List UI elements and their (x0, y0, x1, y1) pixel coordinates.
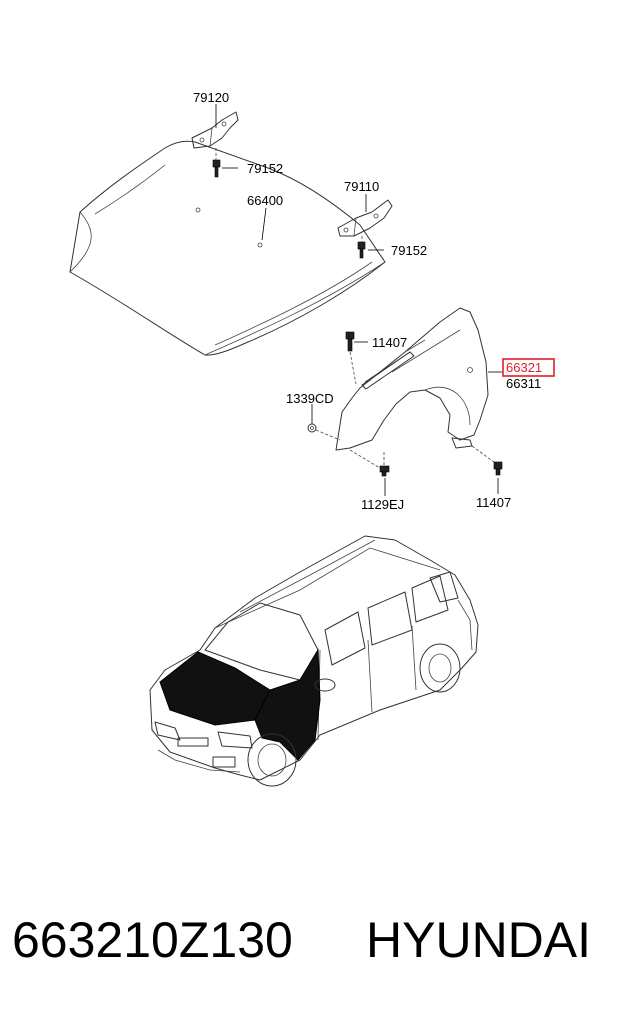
vehicle-fender-highlight (254, 648, 321, 761)
bolt-right (357, 236, 366, 259)
bolt-fender-top (345, 331, 357, 385)
front-fender (335, 307, 489, 451)
highlight-box (502, 358, 555, 377)
callout-leaders (215, 104, 502, 496)
footer: 663210Z130 HYUNDAI (0, 900, 620, 980)
part-number: 663210Z130 (12, 912, 293, 968)
hinge-left (191, 111, 239, 149)
callout-bolt-fender-top: 11407 (372, 335, 407, 350)
fender-bracket (361, 351, 473, 449)
screw-fender (349, 449, 390, 477)
hinge-right (337, 199, 393, 237)
callout-bolt-left: 79152 (247, 161, 283, 176)
callout-fender-alt: 66311 (506, 376, 541, 391)
brand-name: HYUNDAI (366, 912, 592, 968)
hood-panel (69, 140, 386, 356)
callout-bolt-fender-bottom: 11407 (476, 495, 511, 510)
callout-hood: 66400 (247, 193, 283, 208)
callout-hinge-right: 79110 (344, 179, 379, 194)
nut-fender (307, 423, 341, 441)
bolt-fender-bottom (471, 445, 503, 476)
callout-screw-fender: 1129EJ (361, 497, 404, 512)
parts-diagram: 79120 79152 66400 79110 79152 11407 6632… (69, 90, 555, 787)
callout-bolt-right: 79152 (391, 243, 427, 258)
callout-nut-fender: 1339CD (286, 391, 334, 406)
callout-hinge-left: 79120 (193, 90, 229, 105)
callout-fender-highlighted: 66321 (506, 360, 542, 375)
bolt-left (212, 148, 221, 178)
vehicle-illustration (149, 535, 479, 787)
